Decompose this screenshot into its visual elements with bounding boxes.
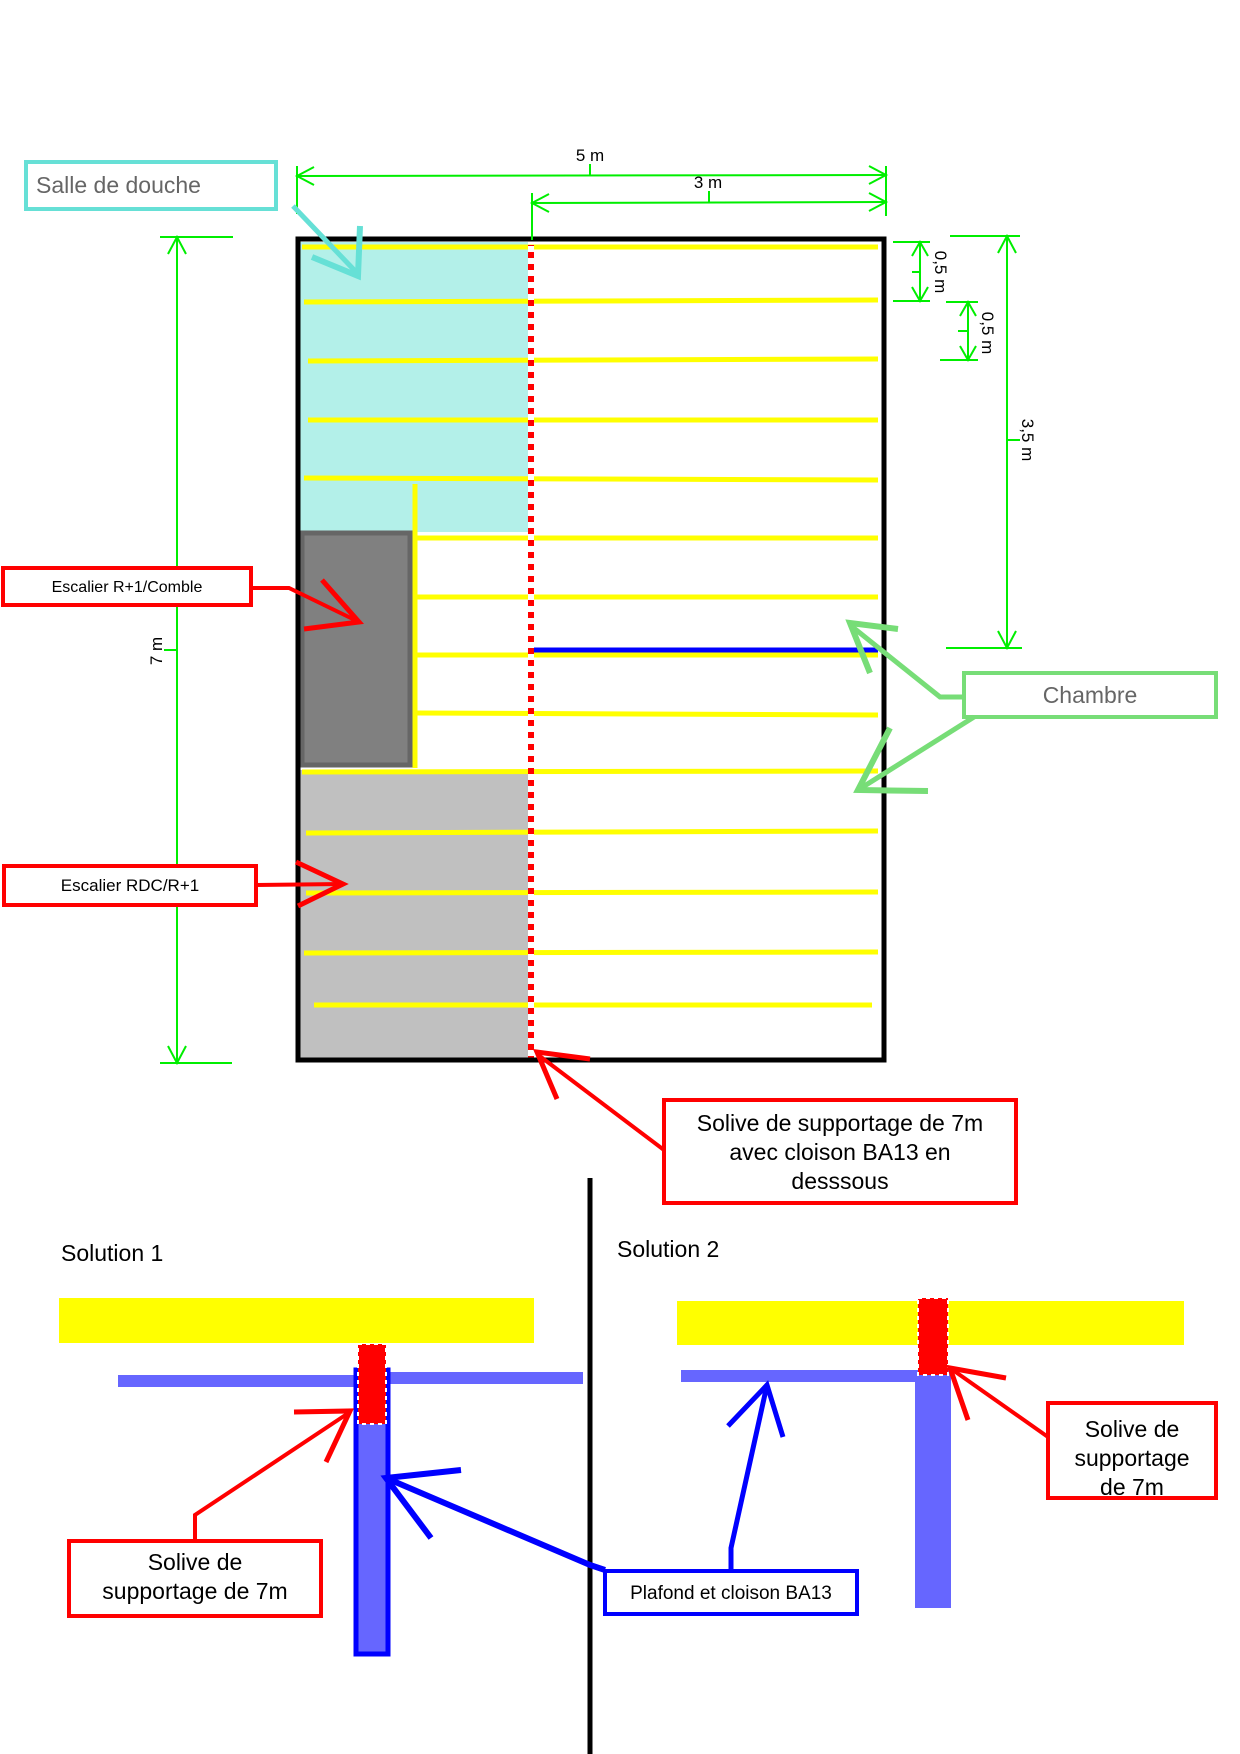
callout-chambre: Chambre <box>845 619 1218 794</box>
dim-arrow <box>529 193 550 213</box>
callout-plafond-ba13-label: Plafond et cloison BA13 <box>630 1583 832 1604</box>
callout-solive-main-line-1: Solive de supportage de 7m <box>697 1110 983 1136</box>
leader-line <box>291 204 360 276</box>
salle-de-douche-zone <box>300 242 528 532</box>
solution-1-ceiling-left <box>118 1375 358 1387</box>
callout-escalier-rdc-r1-label: Escalier RDC/R+1 <box>61 876 199 895</box>
dim-label-05b: 0,5 m <box>978 312 997 355</box>
leader-arrow-solution-1 <box>380 1467 462 1540</box>
callout-chambre-label: Chambre <box>1043 682 1138 708</box>
dim-arrow <box>868 165 889 185</box>
leader-line <box>948 1366 1050 1439</box>
leader-arrow <box>845 619 899 675</box>
joist <box>307 356 879 364</box>
leader-line-solution-1 <box>384 1475 606 1573</box>
escalier-rdc-r1-zone <box>300 770 528 1060</box>
leader-arrow-solution-2 <box>726 1380 786 1438</box>
dim-arrow <box>868 192 889 212</box>
leader-arrow <box>310 225 363 281</box>
leader-arrow <box>853 726 929 794</box>
leader-arrow <box>946 1364 1007 1421</box>
escalier-r1-comble-zone <box>299 530 413 768</box>
dim-arrow <box>167 1045 187 1066</box>
dim-label-7m: 7 m <box>147 637 166 665</box>
solution-2-support-joist <box>918 1298 948 1375</box>
dimensions <box>160 164 1022 1066</box>
callout-solution-2-solive: Solive de supportage de 7m <box>946 1364 1218 1500</box>
callout-escalier-r1-comble-label: Escalier R+1/Comble <box>52 579 203 596</box>
floor-joists <box>301 244 879 1008</box>
solution-1-support-joist <box>358 1344 386 1424</box>
leader-line <box>856 714 976 793</box>
leader-line <box>251 586 360 624</box>
callout-box <box>67 1539 323 1618</box>
dimension-labels: 5 m 3 m 7 m 0,5 m 0,5 m 3,5 m <box>147 146 1037 665</box>
callout-solive-main-line-3: desssous <box>791 1168 888 1194</box>
callout-solution-1-line-1: Solive de <box>148 1549 243 1575</box>
dim-arrow <box>959 345 977 363</box>
solution-2-title: Solution 2 <box>617 1236 719 1262</box>
dim-arrow <box>959 299 977 317</box>
dim-label-3m: 3 m <box>694 173 722 192</box>
dim-arrow <box>997 233 1017 254</box>
support-joist-7m <box>528 245 534 1060</box>
callout-salle-de-douche: Salle de douche <box>24 160 363 281</box>
callout-box <box>662 1098 1018 1205</box>
callout-solive-main-line-2: avec cloison BA13 en <box>729 1139 950 1165</box>
solution-2-support-joist-outline <box>917 1297 949 1376</box>
solution-2-section <box>677 1297 1184 1608</box>
joist <box>301 768 879 775</box>
callout-solution-2-line-3: de 7m <box>1100 1474 1164 1500</box>
leader-line <box>848 623 964 700</box>
callout-solive-main: Solive de supportage de 7m avec cloison … <box>532 1048 1018 1205</box>
dim-arrow <box>167 234 187 255</box>
leader-arrow <box>293 1408 354 1464</box>
callout-box <box>962 671 1218 719</box>
callout-box <box>24 160 278 211</box>
dim-arrow <box>997 630 1017 651</box>
floor-plan <box>295 236 887 1063</box>
dim-label-05a: 0,5 m <box>931 251 950 294</box>
leader-arrow <box>303 578 364 632</box>
dim-arrow <box>911 286 929 304</box>
solution-1-ceiling-right <box>384 1372 583 1384</box>
leader-arrow <box>294 859 349 909</box>
callout-solution-2-line-2: supportage <box>1074 1445 1189 1471</box>
callout-box <box>1046 1401 1218 1500</box>
solution-1-support-joist-outline <box>357 1343 387 1425</box>
joist <box>303 475 879 483</box>
callout-salle-de-douche-label: Salle de douche <box>36 172 201 198</box>
solution-2-partition <box>915 1375 951 1608</box>
callout-plafond-ba13: Plafond et cloison BA13 <box>380 1380 859 1616</box>
dim-label-5m: 5 m <box>576 146 604 165</box>
solution-1-title: Solution 1 <box>61 1240 163 1266</box>
leader-line <box>255 882 344 887</box>
leader-arrow <box>532 1048 591 1100</box>
callout-solution-1-solive: Solive de supportage de 7m <box>67 1408 354 1618</box>
joist <box>416 710 879 718</box>
joist <box>303 949 879 956</box>
callout-escalier-r1-comble: Escalier R+1/Comble <box>1 566 364 632</box>
dim-5m-line <box>296 174 887 177</box>
dim-arrow <box>294 166 315 186</box>
joist <box>305 889 879 896</box>
dim-arrow <box>911 239 929 257</box>
leader-line <box>535 1052 666 1152</box>
callout-solution-1-line-2: supportage de 7m <box>102 1578 287 1604</box>
joist <box>305 828 879 836</box>
dim-label-35m: 3,5 m <box>1018 419 1037 462</box>
solution-1-joist <box>59 1298 534 1343</box>
callout-escalier-rdc-r1: Escalier RDC/R+1 <box>2 859 349 909</box>
leader-line <box>193 1410 352 1541</box>
callout-box <box>2 864 258 907</box>
joist <box>303 297 879 305</box>
solution-2-ceiling <box>681 1370 951 1382</box>
callout-box <box>603 1569 859 1616</box>
callout-solution-2-line-1: Solive de <box>1085 1416 1180 1442</box>
leader-line-solution-2 <box>728 1384 770 1571</box>
solution-1-section <box>59 1298 583 1657</box>
